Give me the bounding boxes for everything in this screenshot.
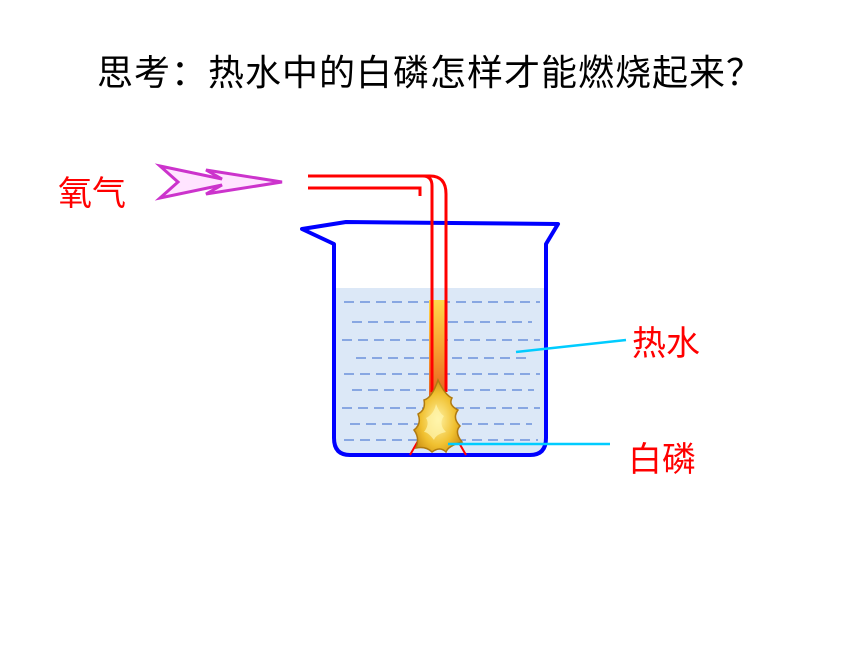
zigzag-arrow-icon bbox=[154, 163, 283, 201]
page-title: 思考：热水中的白磷怎样才能燃烧起来？ bbox=[96, 53, 763, 94]
glass-tube bbox=[308, 174, 448, 396]
white-phosphorus-label: 白磷 bbox=[628, 440, 696, 480]
oxygen-label: 氧气 bbox=[58, 174, 126, 214]
pointer-lines bbox=[448, 338, 627, 446]
beaker bbox=[300, 220, 560, 457]
hot-water-label: 热水 bbox=[632, 324, 700, 364]
flame-icon bbox=[412, 377, 464, 454]
